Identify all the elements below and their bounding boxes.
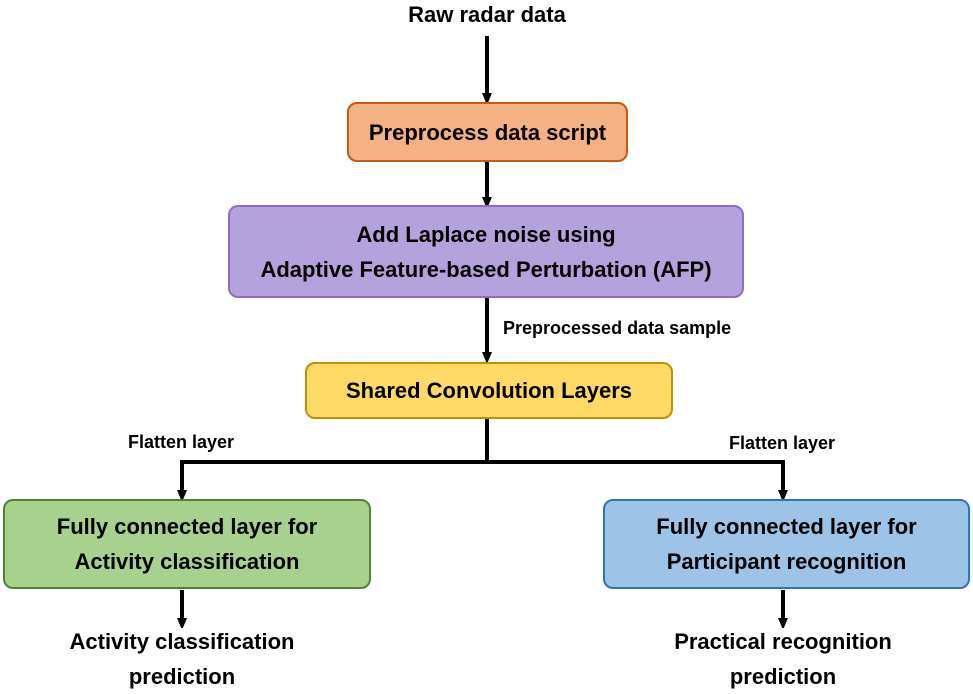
activity-output-line2: prediction: [128, 664, 236, 689]
laplace-noise-node: Add Laplace noise using Adaptive Feature…: [228, 205, 744, 298]
fc-participant-line1: Fully connected layer for: [656, 514, 917, 539]
input-label: Raw radar data: [408, 2, 566, 27]
participant-output-line2: prediction: [729, 664, 837, 689]
preprocess-node: Preprocess data script: [347, 102, 628, 162]
preprocessed-sample-label: Preprocessed data sample: [503, 318, 732, 338]
participant-output-line1: Practical recognition: [674, 629, 892, 654]
activity-output-line1: Activity classification: [69, 629, 295, 654]
preprocess-node-label: Preprocess data script: [368, 119, 607, 145]
fc-activity-node: Fully connected layer for Activity class…: [3, 499, 371, 589]
fc-activity-line1: Fully connected layer for: [56, 514, 318, 539]
branch-connector-right: [487, 460, 783, 496]
activity-output-label: Activity classification prediction: [32, 624, 332, 694]
shared-convolution-node: Shared Convolution Layers: [305, 362, 673, 419]
fc-activity-line2: Activity classification: [74, 549, 300, 574]
participant-output-label: Practical recognition prediction: [633, 624, 933, 694]
laplace-node-line1: Add Laplace noise using: [356, 221, 616, 247]
laplace-node-line2: Adaptive Feature-based Perturbation (AFP…: [260, 256, 712, 282]
branch-connector: [182, 418, 489, 496]
fc-participant-node: Fully connected layer for Participant re…: [603, 499, 970, 589]
shared-convolution-label: Shared Convolution Layers: [345, 378, 633, 403]
flatten-label-left: Flatten layer: [128, 432, 235, 452]
fc-participant-line2: Participant recognition: [666, 549, 907, 574]
flatten-label-right: Flatten layer: [729, 433, 836, 453]
